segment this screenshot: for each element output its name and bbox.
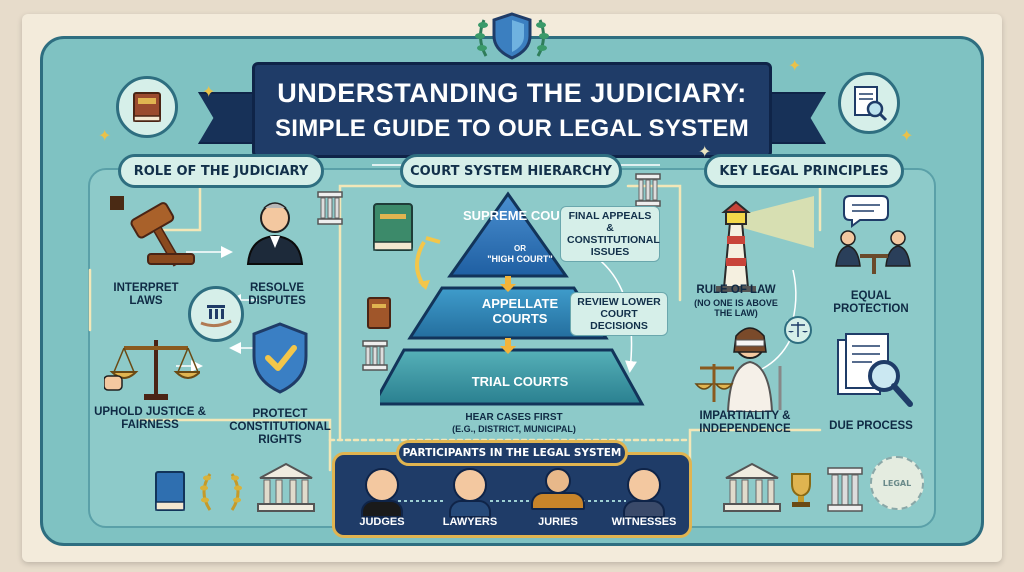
section-role-heading: ROLE OF THE JUDICIARY — [118, 154, 324, 188]
lighthouse-icon — [716, 196, 814, 292]
participant-witnesses — [604, 468, 684, 518]
column-icon — [635, 173, 661, 207]
lady-justice-icon — [694, 327, 782, 412]
title-line-2: SIMPLE GUIDE TO OUR LEGAL SYSTEM — [274, 114, 750, 142]
law-book-badge — [116, 76, 178, 138]
law-book-icon — [133, 92, 161, 122]
participant-juries — [518, 468, 598, 510]
shield-check-icon — [252, 322, 308, 394]
column-icon — [317, 191, 343, 225]
participant-lawyers-label: LAWYERS — [442, 516, 498, 528]
participant-judges — [342, 468, 422, 518]
dotted-connector — [490, 500, 542, 502]
role-resolve-label: RESOLVE DISPUTES — [248, 282, 306, 308]
title-ribbon: UNDERSTANDING THE JUDICIARY: SIMPLE GUID… — [252, 62, 772, 158]
pyramid-tier-trial — [380, 348, 645, 406]
note-review-decisions: REVIEW LOWER COURT DECISIONS — [570, 292, 668, 337]
participant-witnesses-label: WITNESSES — [611, 516, 677, 528]
impartiality-label: IMPARTIALITY & INDEPENDENCE — [699, 410, 791, 436]
green-book-icon — [373, 203, 413, 251]
title-line-1: UNDERSTANDING THE JUDICIARY: — [277, 77, 747, 108]
participant-lawyers — [430, 468, 510, 518]
laurel-wreath-icon — [200, 473, 242, 511]
sparkle-icon: ✦ — [202, 82, 216, 101]
courthouse-icon — [257, 462, 315, 512]
note-hear-cases: HEAR CASES FIRST — [465, 412, 563, 423]
blue-book-icon — [155, 471, 185, 511]
due-process-document-icon — [837, 333, 913, 407]
note-final-appeals: FINAL APPEALS & CONSTITUTIONAL ISSUES — [560, 206, 660, 263]
judge-avatar-icon — [365, 468, 399, 502]
legal-seal-text: LEGAL — [882, 478, 912, 488]
sparkle-icon: ✦ — [98, 126, 112, 145]
scales-of-justice-icon — [104, 340, 200, 400]
participant-judges-label: JUDGES — [359, 516, 405, 528]
column-icon — [362, 340, 388, 371]
pyramid-tier-appellate — [407, 286, 609, 340]
rule-of-law-note: (NO ONE IS ABOVE THE LAW) — [694, 298, 778, 319]
sparkle-icon: ✦ — [900, 126, 914, 145]
due-process-label: DUE PROCESS — [829, 420, 913, 432]
trophy-icon — [791, 473, 811, 507]
legal-seal-stamp: LEGAL — [870, 456, 924, 510]
document-search-badge — [838, 72, 900, 134]
dotted-connector — [398, 500, 446, 502]
section-hierarchy-heading: COURT SYSTEM HIERARCHY — [400, 154, 622, 188]
equal-protection-label: EQUAL PROTECTION — [833, 290, 909, 316]
role-uphold-label: UPHOLD JUSTICE & FAIRNESS — [94, 406, 206, 432]
supreme-or-label: OR — [514, 244, 526, 253]
courthouse-icon — [723, 462, 781, 512]
court-pyramid — [380, 191, 645, 406]
note-district-municipal: (E.G., DISTRICT, MUNICIPAL) — [452, 424, 576, 434]
judge-icon — [246, 202, 304, 265]
courthouse-hand-icon — [200, 305, 232, 328]
participants-heading: PARTICIPANTS IN THE LEGAL SYSTEM — [396, 440, 628, 466]
participant-juries-label: JURIES — [538, 516, 578, 528]
role-interpret-label: INTERPRET LAWS — [113, 282, 179, 308]
jury-avatar-icon — [545, 468, 571, 494]
witness-avatar-icon — [627, 468, 661, 502]
rule-of-law-label: RULE OF LAW — [696, 284, 776, 296]
equal-protection-meeting-icon — [835, 195, 911, 274]
book-icon — [367, 297, 391, 329]
document-magnifier-icon — [854, 86, 888, 122]
appellate-courts-label: APPELLATE COURTS — [481, 296, 559, 326]
high-court-label: "HIGH COURT" — [487, 254, 553, 264]
dotted-connector — [582, 500, 626, 502]
role-protect-label: PROTECT CONSTITUTIONAL RIGHTS — [229, 408, 331, 447]
sparkle-icon: ✦ — [788, 56, 802, 75]
shield-laurel-emblem-icon — [475, 12, 549, 60]
trial-courts-label: TRIAL COURTS — [471, 374, 569, 389]
section-principles-heading: KEY LEGAL PRINCIPLES — [704, 154, 904, 188]
gavel-icon — [110, 196, 195, 267]
sparkle-icon: ✦ — [698, 142, 712, 161]
column-icon — [827, 467, 863, 512]
handshake-badge — [188, 286, 244, 342]
small-scales-badge-icon — [784, 316, 812, 344]
supreme-court-label: SUPREME COURT — [462, 208, 578, 223]
lawyer-avatar-icon — [453, 468, 487, 502]
